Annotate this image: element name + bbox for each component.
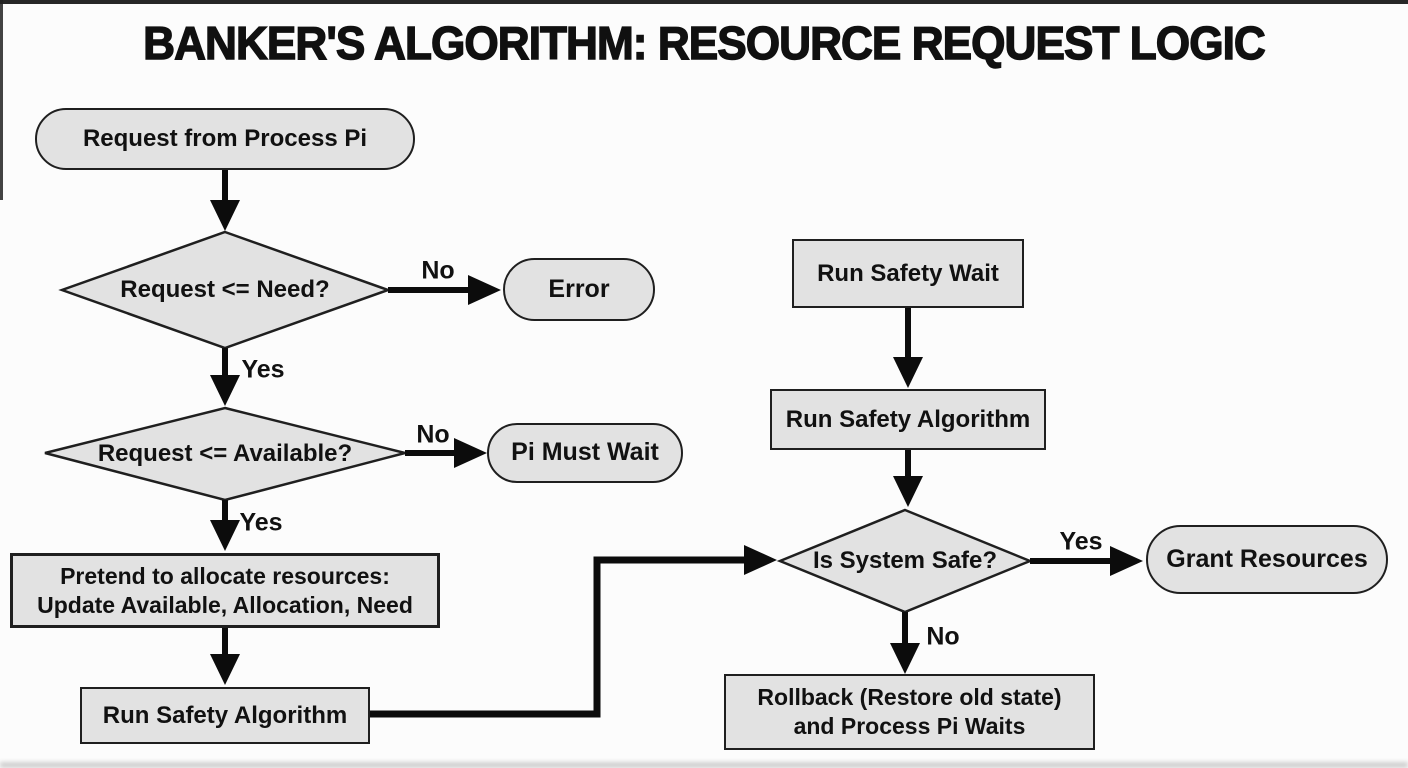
node-grant-resources: Grant Resources bbox=[1146, 525, 1388, 594]
node-error: Error bbox=[503, 258, 655, 321]
arrowhead-wait-to-runsafety-right bbox=[893, 357, 923, 388]
edge-label-safe-yes: Yes bbox=[1059, 527, 1103, 556]
node-run-safety-algorithm-right: Run Safety Algorithm bbox=[770, 389, 1046, 450]
arrowhead-runsafety-to-issafe bbox=[744, 545, 777, 575]
node-rollback: Rollback (Restore old state) and Process… bbox=[724, 674, 1095, 750]
edge-label-need-no: No bbox=[421, 256, 455, 285]
pretend-allocate-line2: Update Available, Allocation, Need bbox=[37, 591, 413, 618]
arrowhead-request-to-need bbox=[210, 200, 240, 231]
page-edge-bottom bbox=[0, 762, 1408, 768]
pretend-allocate-line1: Pretend to allocate resources: bbox=[60, 562, 390, 589]
arrowhead-runsafety-right-to-issafe bbox=[893, 476, 923, 507]
arrowhead-need-yes-to-available bbox=[210, 375, 240, 406]
edge-label-safe-no: No bbox=[926, 622, 960, 651]
decision-request-need-label: Request <= Need? bbox=[120, 276, 330, 303]
page-title: BANKER'S ALGORITHM: RESOURCE REQUEST LOG… bbox=[143, 16, 1267, 69]
arrowhead-safe-yes-to-grant bbox=[1110, 546, 1143, 576]
page-edge-left bbox=[0, 0, 3, 200]
arrowhead-safe-no-to-rollback bbox=[890, 643, 920, 674]
arrowhead-available-yes-to-pretend bbox=[210, 520, 240, 551]
arrowhead-need-no-to-error bbox=[468, 275, 501, 305]
edge-label-available-yes: Yes bbox=[239, 508, 283, 537]
decision-is-system-safe-label: Is System Safe? bbox=[812, 547, 998, 574]
node-run-safety-algorithm-left: Run Safety Algorithm bbox=[80, 687, 370, 744]
rollback-line1: Rollback (Restore old state) bbox=[757, 684, 1062, 711]
arrowhead-pretend-to-runsafety bbox=[210, 654, 240, 685]
page-edge-top bbox=[0, 0, 1408, 4]
connector-runsafety-to-issafe bbox=[370, 556, 746, 718]
node-pretend-allocate: Pretend to allocate resources: Update Av… bbox=[10, 553, 440, 628]
node-request-from-process: Request from Process Pi bbox=[35, 108, 415, 170]
decision-request-available-label: Request <= Available? bbox=[97, 440, 353, 467]
edge-label-need-yes: Yes bbox=[241, 355, 285, 384]
node-run-safety-wait: Run Safety Wait bbox=[792, 239, 1024, 308]
rollback-line2: and Process Pi Waits bbox=[793, 713, 1026, 739]
edge-label-available-no: No bbox=[416, 420, 450, 449]
arrowhead-available-no-to-wait bbox=[454, 438, 487, 468]
node-pi-must-wait: Pi Must Wait bbox=[487, 423, 683, 483]
